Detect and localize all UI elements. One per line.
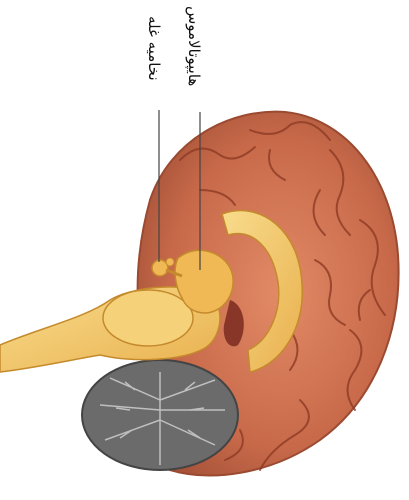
hypothalamus-label: هایپوتالاموس	[186, 6, 201, 86]
pons	[103, 290, 193, 346]
pituitary-label: نخامیه غله	[146, 16, 161, 81]
cerebellum	[82, 360, 238, 470]
